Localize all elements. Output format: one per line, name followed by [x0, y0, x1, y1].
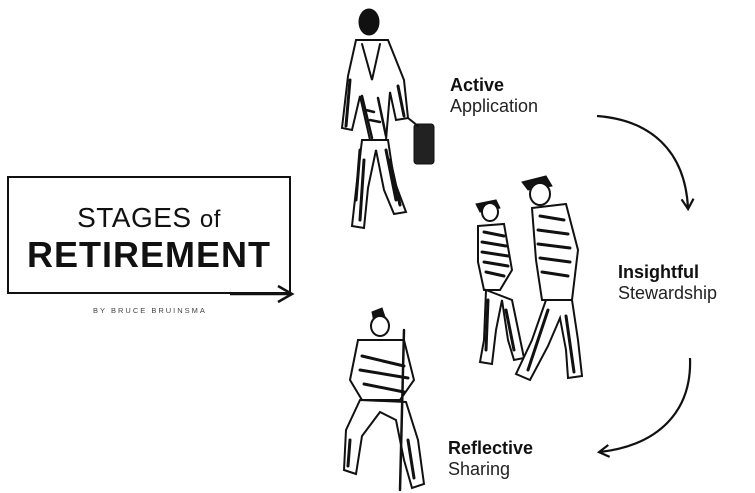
- arrow-insightful-to-reflective: [596, 357, 692, 458]
- byline: BY BRUCE BRUINSMA: [93, 306, 207, 315]
- title-retirement: RETIREMENT: [27, 234, 271, 275]
- figure-seated-man-sketch: [342, 307, 426, 492]
- title-line1: STAGES of: [9, 202, 289, 234]
- title-stages: STAGES: [77, 202, 192, 233]
- title-of: of: [199, 206, 221, 233]
- stage-name: Insightful: [618, 262, 699, 282]
- stage-reflective: Reflective Sharing: [448, 438, 533, 480]
- figure-two-walkers-sketch: [475, 175, 584, 382]
- stage-name: Active: [450, 75, 505, 95]
- stage-subtitle: Stewardship: [618, 283, 718, 303]
- stage-insightful: Insightful Stewardship: [618, 262, 717, 304]
- title-arrow: [230, 284, 295, 304]
- stage-name: Reflective: [448, 438, 534, 458]
- stage-subtitle: Sharing: [448, 459, 511, 479]
- stage-subtitle: Application: [450, 96, 539, 116]
- stage-active: Active Application: [450, 75, 538, 117]
- figure-businessman-sketch: [340, 8, 435, 230]
- title-box: STAGES of RETIREMENT: [7, 176, 291, 294]
- arrow-active-to-insightful: [596, 114, 695, 212]
